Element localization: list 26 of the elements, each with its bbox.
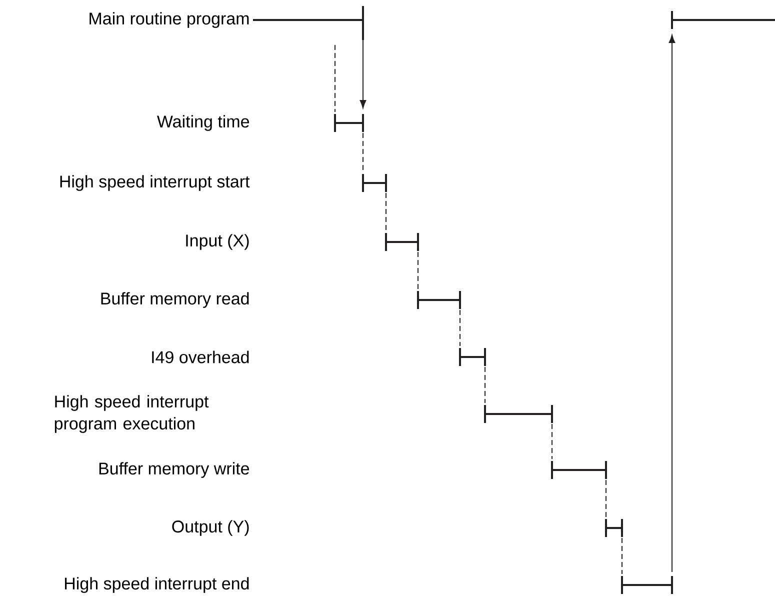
dashed-connector — [484, 358, 486, 404]
timing-bar — [605, 518, 623, 538]
row-label: Main routine program — [90, 12, 249, 28]
timing-bar — [551, 460, 607, 480]
dashed-connector — [362, 124, 364, 172]
row-label: I49 overhead — [152, 350, 249, 364]
row-label: Waiting time — [157, 115, 250, 131]
timing-bar — [484, 404, 553, 424]
row-label: High speed interrupt program execution — [54, 395, 209, 433]
row-label: High speed interrupt end — [65, 577, 249, 593]
timing-bar — [459, 347, 486, 367]
timing-bar — [621, 575, 673, 595]
timing-bar — [417, 290, 461, 310]
timing-bar — [362, 173, 387, 193]
row-label: Buffer memory write — [99, 462, 250, 478]
row-label: High speed interrupt start — [60, 175, 250, 191]
timing-bar — [385, 232, 419, 252]
dashed-connector — [334, 44, 336, 112]
arrow — [668, 34, 676, 572]
arrow — [360, 38, 366, 108]
row-label: Output (Y) — [172, 520, 249, 536]
row-label: Buffer memory read — [101, 292, 249, 308]
timing-bar — [334, 113, 364, 133]
timing-bar — [671, 10, 775, 30]
timing-bar — [252, 5, 364, 41]
row-label: Input (X) — [186, 234, 249, 250]
